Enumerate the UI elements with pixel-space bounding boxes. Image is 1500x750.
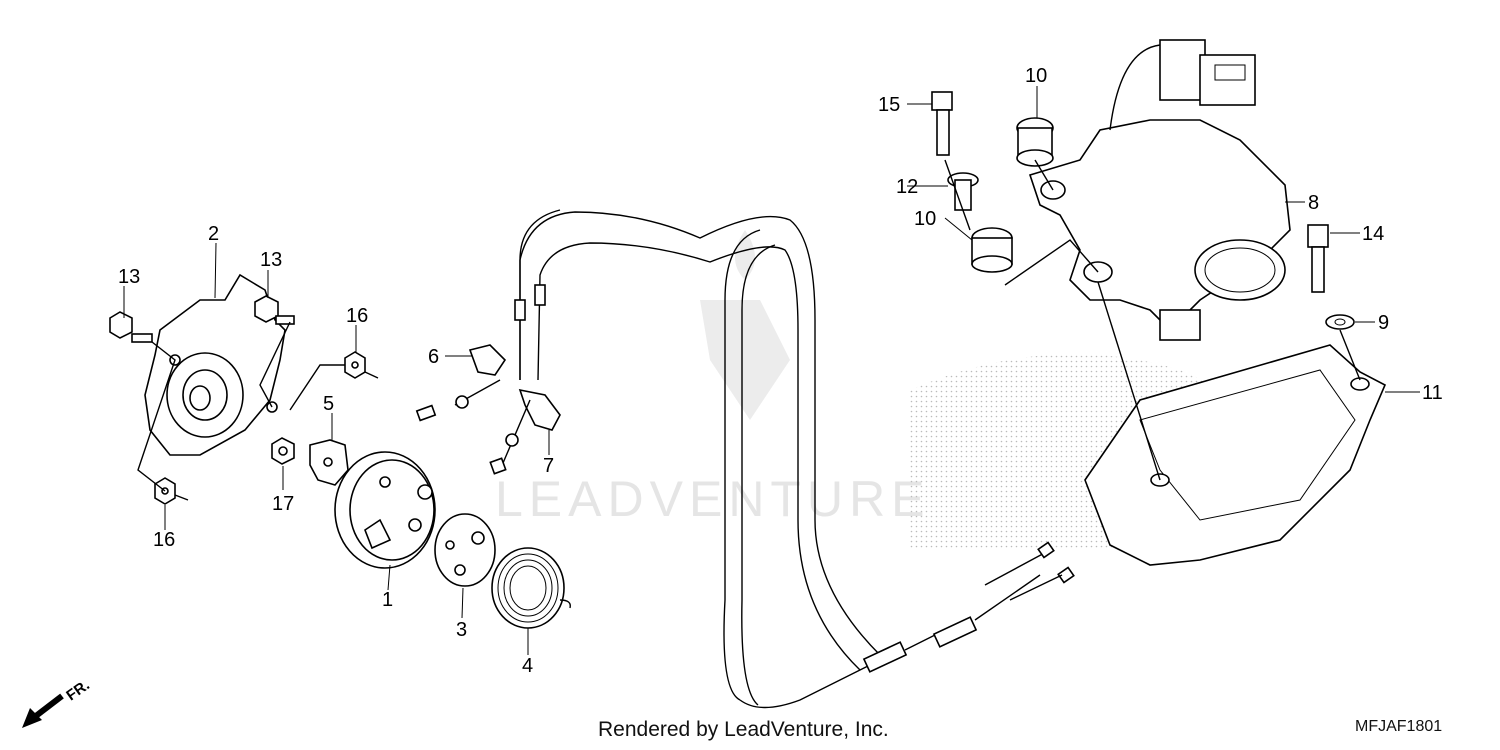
callout-10a: 10	[1025, 65, 1047, 87]
part-clip-5	[309, 439, 349, 486]
part-pulley-1	[334, 451, 436, 569]
part-plate-3	[434, 513, 496, 587]
part-bolt-15	[931, 91, 953, 156]
part-nut-16b	[154, 477, 189, 505]
part-washer-9	[1325, 314, 1355, 330]
callout-3: 3	[456, 619, 467, 641]
part-collar-12	[947, 172, 979, 211]
callout-16b: 16	[153, 529, 175, 551]
part-bolt-13a	[109, 311, 153, 343]
callout-1: 1	[382, 589, 393, 611]
part-cover-plate	[144, 273, 286, 456]
watermark-text: LEADVENTURE	[495, 471, 931, 527]
callout-6: 6	[428, 346, 439, 368]
callout-7: 7	[543, 455, 554, 477]
part-grommet-10a	[1016, 117, 1054, 167]
callout-10b: 10	[914, 208, 936, 230]
callout-13b: 13	[260, 249, 282, 271]
throttle-cable	[519, 209, 1075, 709]
callout-9: 9	[1378, 312, 1389, 334]
leader-lines	[123, 86, 1420, 655]
callout-17: 17	[272, 493, 294, 515]
drawing-code: MFJAF1801	[1355, 718, 1443, 735]
part-nut-16a	[344, 351, 379, 379]
part-spring-4	[491, 547, 571, 629]
front-arrow-icon	[22, 693, 64, 728]
callout-8: 8	[1308, 192, 1319, 214]
callout-11: 11	[1422, 382, 1443, 404]
callout-14: 14	[1362, 223, 1384, 245]
callout-5: 5	[323, 393, 334, 415]
callout-2: 2	[208, 223, 219, 245]
callout-4: 4	[522, 655, 533, 677]
cable-end-fittings	[415, 284, 561, 475]
part-bolt-13b	[254, 295, 295, 325]
part-actuator-8	[1028, 39, 1291, 341]
part-bolt-14	[1307, 224, 1329, 293]
part-nut-17	[271, 437, 295, 465]
assembly-lines	[137, 159, 1361, 492]
render-caption: Rendered by LeadVenture, Inc.	[598, 718, 889, 741]
part-grommet-10b	[971, 227, 1013, 273]
callout-16a: 16	[346, 305, 368, 327]
callout-13a: 13	[118, 266, 140, 288]
callout-labels: 13 2 13 16 5 6 7 17 16 1 3 4 15 10 12 10…	[118, 65, 1443, 677]
callout-12: 12	[896, 176, 918, 198]
callout-15: 15	[878, 94, 900, 116]
